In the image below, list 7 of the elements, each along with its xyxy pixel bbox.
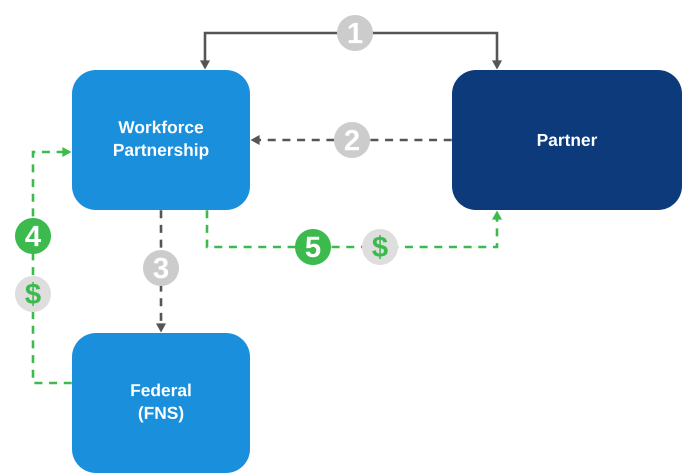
step-number: 4 bbox=[15, 218, 51, 254]
rounded-box: Federal (FNS) bbox=[72, 333, 250, 473]
step-number: 5 bbox=[295, 229, 331, 265]
rounded-box: Partner bbox=[452, 70, 682, 210]
dollar-badge: $ bbox=[15, 276, 51, 312]
dollar-badge: $ bbox=[362, 229, 398, 265]
rounded-box: Workforce Partnership bbox=[72, 70, 250, 210]
